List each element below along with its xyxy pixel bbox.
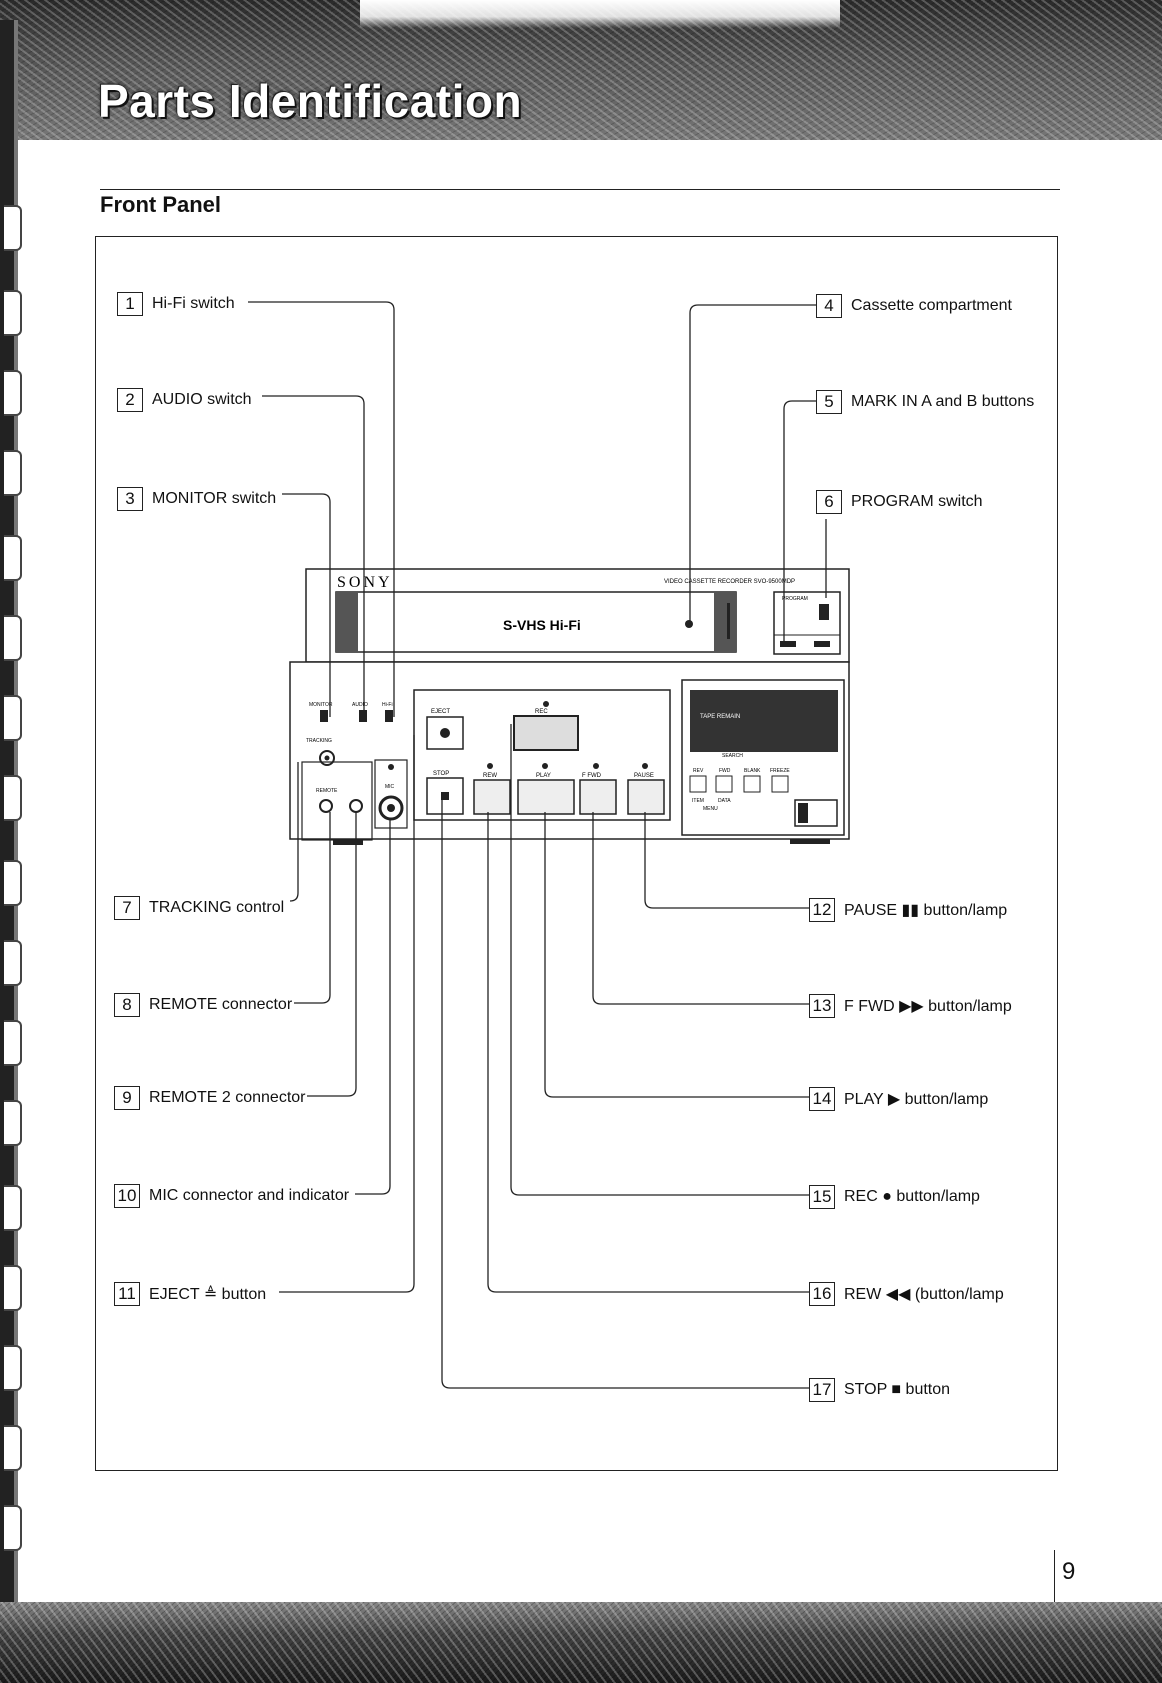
cassette-indicator [685, 620, 693, 628]
hifi-switch[interactable] [385, 710, 393, 722]
blank-button[interactable] [743, 775, 761, 793]
tape-remain-display [690, 690, 838, 752]
svg-text:TAPE REMAIN: TAPE REMAIN [700, 714, 740, 720]
page-number-rule [1054, 1550, 1055, 1620]
svg-text:REW: REW [483, 773, 497, 779]
svg-text:DATA: DATA [718, 798, 731, 804]
svg-text:REV: REV [693, 768, 704, 774]
svg-text:MONITOR: MONITOR [309, 702, 333, 708]
mark-in-a-button[interactable] [780, 641, 796, 647]
pause-button[interactable] [627, 779, 665, 815]
svhs-logo: S-VHS Hi-Fi [503, 617, 581, 633]
remote-connector[interactable] [319, 799, 333, 813]
program-switch[interactable] [819, 604, 829, 620]
transport-buttons: REW PLAY F FWD PAUSE [473, 763, 665, 815]
audio-switch[interactable] [359, 710, 367, 722]
svg-text:FREEZE: FREEZE [770, 768, 790, 774]
svg-text:PAUSE: PAUSE [634, 773, 654, 779]
svg-text:EJECT: EJECT [431, 709, 450, 715]
svg-text:SEARCH: SEARCH [722, 753, 743, 759]
svg-text:PROGRAM: PROGRAM [782, 596, 808, 602]
search-buttons: REV FWD BLANK FREEZE ITEM DATA MENU [689, 768, 790, 812]
page-number: 9 [1062, 1558, 1076, 1585]
search-rev-button[interactable] [689, 775, 707, 793]
page-title: Parts Identification [98, 75, 523, 127]
footer-band [0, 1602, 1162, 1683]
diagram-frame [95, 236, 1058, 1471]
rec-button[interactable] [513, 715, 579, 751]
mark-in-b-button[interactable] [814, 641, 830, 647]
svg-text:F FWD: F FWD [582, 773, 602, 779]
svg-text:FWD: FWD [719, 768, 731, 774]
svg-text:STOP: STOP [433, 771, 449, 777]
svg-text:AUDIO: AUDIO [352, 702, 368, 708]
section-title: Front Panel [100, 192, 222, 217]
svg-text:MIC: MIC [385, 784, 395, 790]
svg-text:ITEM: ITEM [692, 798, 704, 804]
monitor-switch[interactable] [320, 710, 328, 722]
play-button[interactable] [517, 779, 575, 815]
header-band [0, 0, 1162, 140]
section-rule [100, 189, 1060, 190]
svg-text:REMOTE: REMOTE [316, 788, 338, 794]
rec-lamp [543, 701, 549, 707]
remote-2-connector[interactable] [349, 799, 363, 813]
mic-indicator [388, 764, 394, 770]
freeze-button[interactable] [771, 775, 789, 793]
svg-text:Hi-Fi: Hi-Fi [382, 702, 393, 708]
ffwd-button[interactable] [579, 779, 617, 815]
model-label: VIDEO CASSETTE RECORDER SVO-9500MDP [664, 579, 795, 585]
search-fwd-button[interactable] [715, 775, 733, 793]
svg-text:MENU: MENU [703, 806, 718, 812]
svg-text:REC: REC [535, 709, 548, 715]
svg-text:PLAY: PLAY [536, 773, 551, 779]
svg-text:TRACKING: TRACKING [306, 738, 332, 744]
rew-button[interactable] [473, 779, 511, 815]
svg-text:BLANK: BLANK [744, 768, 761, 774]
brand-label: SONY [337, 574, 393, 591]
